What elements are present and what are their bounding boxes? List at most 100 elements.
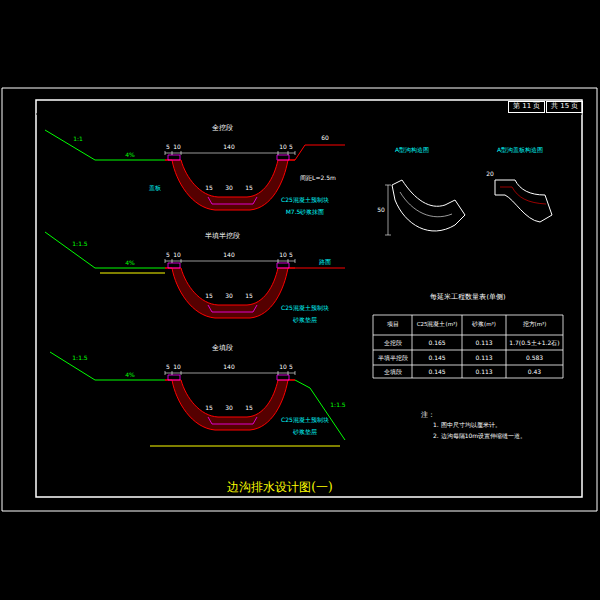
- slope-ratio: 1:1.5: [72, 241, 87, 247]
- page-counter-box: 第 11 页: [508, 101, 545, 113]
- part-name: 路面: [319, 259, 331, 265]
- part-name: 盖板: [149, 185, 161, 191]
- section-title: 半填半挖段: [205, 233, 240, 240]
- drawing-title: 边沟排水设计图(一): [227, 481, 332, 493]
- outer-frame: [2, 88, 597, 511]
- table-cell: 0.113: [475, 355, 492, 361]
- table-title: 每延米工程数量表(单侧): [430, 294, 505, 301]
- dimension: 10: [173, 364, 181, 370]
- table-cell: 0.113: [475, 340, 492, 346]
- spacer: [36, 114, 582, 115]
- channel-detail: [392, 180, 465, 231]
- slope-ratio: 1:1.5: [330, 402, 345, 408]
- cross-slope: 4%: [125, 372, 135, 378]
- dimension: 10: [173, 144, 181, 150]
- table-cell: 项目: [387, 322, 399, 328]
- dimension: 5: [166, 252, 170, 258]
- page-number: 共 15 页: [551, 103, 578, 110]
- table-cell: 0.583: [526, 355, 543, 361]
- mortar-bed: [208, 197, 257, 204]
- slope-ratio: 1:1: [73, 136, 83, 142]
- dimension: 15: [205, 405, 213, 411]
- cover-block: [168, 155, 289, 160]
- dimension: 60: [321, 135, 329, 141]
- page-number: 第 11 页: [513, 103, 540, 110]
- page-counter-box: 共 15 页: [546, 101, 583, 113]
- dimension-line: [385, 185, 391, 235]
- dimension: 30: [225, 293, 233, 299]
- table-cell: 0.165: [428, 340, 445, 346]
- dimension: 30: [225, 405, 233, 411]
- ditch-lining: [165, 268, 295, 318]
- ditch-lining: [165, 160, 295, 210]
- table-cell: 0.43: [528, 369, 541, 375]
- section-title: 全填段: [212, 345, 233, 352]
- cover-detail: [500, 187, 546, 204]
- dimension-line: [165, 371, 295, 375]
- cut-slope: [295, 145, 345, 160]
- material-note: 砂浆垫层: [293, 317, 317, 323]
- material-note: C25混凝土预制块: [281, 305, 329, 311]
- dimension: 15: [245, 185, 253, 191]
- cover-detail: [495, 180, 552, 222]
- slope-ratio: 1:1.5: [72, 355, 87, 361]
- cross-slope: 4%: [125, 260, 135, 266]
- table-cell: 全挖段: [384, 340, 402, 346]
- table-cell: 0.113: [475, 369, 492, 375]
- dimension: 140: [223, 252, 234, 258]
- dimension-line: [165, 151, 295, 155]
- cover-block: [168, 375, 289, 380]
- table-cell: 1.7(0.5土+1.2石): [509, 340, 559, 346]
- dimension: 10: [279, 252, 287, 258]
- note-head: 注：: [421, 412, 435, 419]
- table-cell: 全填段: [384, 369, 402, 375]
- mortar-bed: [208, 305, 257, 312]
- dimension: 15: [245, 293, 253, 299]
- table-cell: C25混凝土(m³): [417, 322, 458, 328]
- dimension: 5: [289, 252, 293, 258]
- table-cell: 0.145: [428, 369, 445, 375]
- figure-title: A型沟构造图: [395, 147, 429, 153]
- dimension: 15: [245, 405, 253, 411]
- dimension: 5: [289, 364, 293, 370]
- note-text: 1. 图中尺寸均以厘米计。: [433, 422, 501, 428]
- table-cell: 挖方(m³): [523, 322, 547, 328]
- material-note: 砂浆垫层: [293, 429, 317, 435]
- quantity-table: [373, 315, 563, 378]
- cover-block: [168, 263, 289, 268]
- cross-slope: 4%: [125, 152, 135, 158]
- dimension: 20: [486, 171, 494, 177]
- dimension: 140: [223, 364, 234, 370]
- figure-title: A型沟盖板构造图: [497, 147, 543, 153]
- dimension: 140: [223, 144, 234, 150]
- table-cell: 砂浆(m³): [472, 322, 496, 328]
- slope-line: [45, 232, 165, 268]
- ground-line: [150, 446, 340, 447]
- dimension: 30: [225, 185, 233, 191]
- dimension-line: [165, 259, 295, 263]
- inner-frame: [36, 100, 582, 497]
- slope-line: [45, 130, 165, 160]
- material-note: C25混凝土预制块: [281, 197, 329, 203]
- material-note: C25混凝土预制块: [281, 417, 329, 423]
- dimension: 50: [377, 207, 385, 213]
- dimension: 5: [166, 364, 170, 370]
- note-text: 2. 边沟每隔10m设置伸缩缝一道。: [433, 433, 526, 439]
- spacing-note: 间距L=2.5m: [300, 175, 336, 181]
- dimension: 10: [279, 364, 287, 370]
- mortar-bed: [208, 417, 257, 424]
- ditch-lining: [165, 380, 295, 430]
- dimension: 15: [205, 185, 213, 191]
- dimension: 5: [289, 144, 293, 150]
- dimension: 10: [173, 252, 181, 258]
- material-note: M7.5砂浆抹面: [286, 209, 325, 215]
- road-surface: [295, 268, 345, 269]
- section-title: 全挖段: [212, 125, 233, 132]
- dimension: 10: [279, 144, 287, 150]
- slope-line: [50, 352, 165, 380]
- table-cell: 半填半挖段: [378, 355, 408, 361]
- table-cell: 0.145: [428, 355, 445, 361]
- channel-detail: [400, 192, 452, 217]
